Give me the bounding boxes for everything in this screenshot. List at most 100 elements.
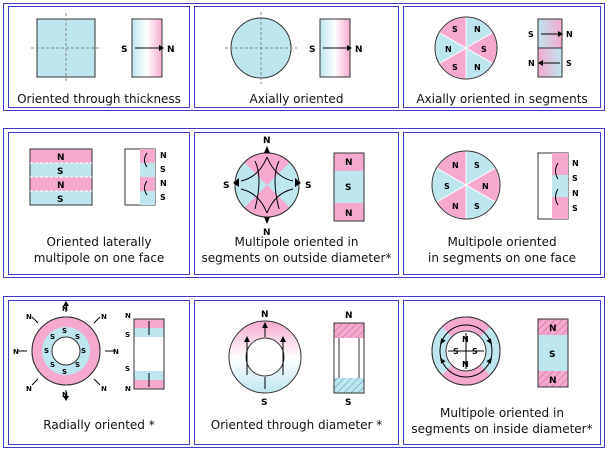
pole-label-n: N — [345, 158, 353, 168]
pole-label-s: S — [572, 174, 578, 183]
pole-label-s: S — [345, 398, 351, 408]
pole-label-s: S — [160, 193, 166, 202]
arrow-icon — [538, 60, 543, 66]
panel-radially-oriented: S S S S S S S S N N N N N N N N N S S N … — [8, 300, 190, 445]
diagram-axially-segments: N S N S N S S N N S — [434, 16, 573, 80]
pole-label-n: N — [345, 311, 353, 321]
pole-label-s: S — [125, 365, 130, 373]
arrow-icon — [244, 336, 250, 342]
pole-label-s: S — [50, 333, 55, 341]
pole-label-n: N — [13, 348, 19, 356]
pole-label-s: S — [345, 183, 351, 193]
pole-label-s: S — [223, 181, 229, 191]
lateral-stripes-face — [29, 148, 93, 206]
diagram-through-thickness: S N — [31, 13, 175, 83]
radial-ring — [18, 303, 114, 399]
diagram-multipole-inside: N S S N N S N — [431, 316, 569, 388]
outside-diameter-disc — [234, 152, 300, 218]
pole-label-s: S — [474, 161, 480, 170]
pole-label-n: N — [528, 59, 535, 68]
pole-label-s: S — [62, 327, 67, 335]
arrow-icon — [486, 357, 492, 364]
pole-label-n: N — [566, 30, 573, 39]
pole-label-s: S — [160, 165, 166, 174]
caption: Radially oriented * — [43, 418, 155, 432]
diametral-ring — [228, 320, 302, 394]
pole-label-s: S — [453, 347, 459, 356]
caption: Axially oriented in segments — [416, 92, 588, 106]
pole-label-s: S — [44, 347, 49, 355]
pole-label-n: N — [26, 385, 32, 393]
pole-label-s: S — [309, 45, 315, 55]
pole-label-n: N — [101, 385, 107, 393]
pole-label-s: S — [75, 333, 80, 341]
arrow-icon — [295, 178, 301, 187]
pole-label-n: N — [452, 161, 459, 170]
arrow-icon — [63, 396, 69, 401]
pole-label-n: N — [261, 310, 269, 320]
pole-label-s: S — [452, 25, 458, 34]
side-profile-magnet — [333, 152, 365, 222]
pole-label-n: N — [26, 313, 32, 321]
pole-label-n: N — [462, 360, 469, 369]
pole-label-n: N — [263, 136, 271, 146]
pole-label-n: N — [101, 313, 107, 321]
diagram-through-diameter: N S N S — [228, 310, 365, 408]
side-profile-magnet — [333, 322, 365, 394]
pole-label-s: S — [444, 182, 450, 191]
panel-oriented-through-diameter: N S N S Oriented through diameter * — [194, 300, 399, 445]
segmented-disc — [434, 16, 498, 80]
pole-label-s: S — [305, 181, 311, 191]
pole-label-n: N — [345, 209, 353, 219]
pole-label-n: N — [160, 151, 167, 160]
pole-label-n: N — [572, 189, 579, 198]
panel-oriented-through-thickness: S N Oriented through thickness — [8, 6, 190, 108]
diagram-axially-oriented: S N — [225, 12, 363, 84]
pole-label-n: N — [125, 385, 131, 393]
pole-label-s: S — [572, 204, 578, 213]
arrow-icon — [347, 45, 352, 51]
pole-label-n: N — [57, 153, 65, 163]
arrow-icon — [440, 357, 446, 364]
pole-label-n: N — [160, 179, 167, 188]
pole-label-s: S — [261, 398, 267, 408]
side-profile-magnet — [537, 318, 569, 388]
pole-label-n: N — [474, 25, 481, 34]
pole-label-s: S — [481, 45, 487, 54]
pole-label-s: S — [566, 59, 572, 68]
arrow-icon — [159, 45, 164, 51]
pole-label-n: N — [474, 63, 481, 72]
pole-label-n: N — [572, 159, 579, 168]
pole-label-n: N — [263, 228, 271, 238]
segmented-disc — [431, 150, 501, 220]
pole-label-n: N — [445, 45, 452, 54]
pole-label-s: S — [62, 368, 67, 376]
pole-label-n: N — [57, 181, 65, 191]
pole-label-n: N — [113, 348, 119, 356]
caption: Oriented through diameter * — [210, 418, 383, 432]
row-frame-3 — [3, 296, 605, 448]
pole-label-n: N — [452, 202, 459, 211]
side-profile-magnet — [133, 318, 165, 390]
pole-label-s: S — [472, 347, 478, 356]
pole-label-n: N — [549, 324, 557, 334]
pole-label-n: N — [125, 312, 131, 320]
arrow-icon — [262, 322, 268, 328]
pole-label-s: S — [121, 45, 127, 55]
arrow-icon — [233, 178, 239, 187]
diagram-multipole-outside: N N S S N S N — [223, 136, 365, 238]
pole-label-s: S — [75, 361, 80, 369]
row-frame-1 — [3, 3, 605, 111]
arrow-icon — [280, 336, 286, 342]
diagram-oriented-laterally: N S N S N S N S — [29, 148, 167, 206]
pole-label-s: S — [549, 350, 555, 360]
arrow-icon — [486, 338, 492, 345]
pole-label-n: N — [549, 376, 557, 386]
pole-label-n: N — [355, 45, 363, 55]
